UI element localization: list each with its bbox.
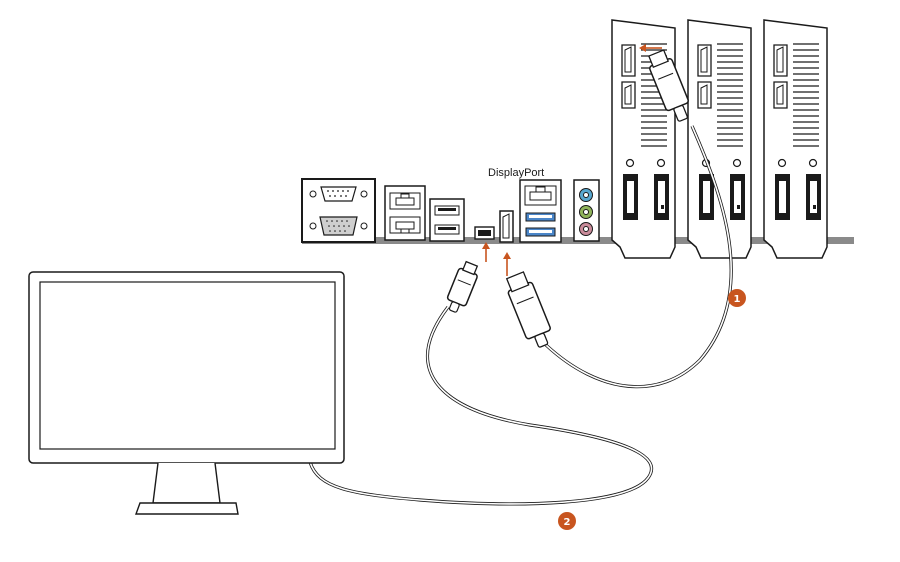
mini-displayport-plug-icon — [446, 260, 479, 313]
rear-io-panel: DisplayPort — [301, 167, 854, 244]
monitor-icon — [28, 271, 345, 515]
serial-port-icon — [309, 186, 368, 202]
displayport-cable-1 — [505, 49, 733, 389]
audio-jack-icon — [579, 188, 593, 202]
lan-port-icon — [524, 185, 557, 206]
usb3-port-icon — [525, 212, 556, 222]
dual-lan-module — [384, 185, 426, 241]
usb3-port-icon — [525, 227, 556, 237]
audio-jack-icon — [579, 205, 593, 219]
displayport-cable-2 — [308, 260, 654, 506]
graphics-card-brackets — [611, 19, 828, 259]
step-badge-2: 2 — [558, 512, 576, 530]
serial-vga-module — [301, 178, 376, 243]
audio-jack-icon — [579, 222, 593, 236]
lan-port-icon — [389, 216, 421, 234]
mini-port-icon — [474, 226, 495, 240]
displayport-port-icon — [499, 210, 514, 243]
step-badge-1: 1 — [728, 289, 746, 307]
displayport-plug-icon — [648, 49, 689, 122]
insert-arrow-icon — [482, 242, 490, 262]
usb-stack — [429, 198, 465, 242]
svg-text:1: 1 — [734, 294, 741, 305]
displayport-plug-icon — [505, 271, 551, 348]
audio-jack-module — [573, 179, 600, 242]
insert-arrow-icon — [503, 252, 511, 276]
displayport-label: DisplayPort — [488, 167, 544, 179]
vga-port-icon — [309, 216, 368, 236]
graphics-card-bracket — [687, 19, 752, 259]
lan-usb3-module — [519, 179, 562, 243]
svg-text:2: 2 — [564, 517, 571, 528]
insert-arrow-icon — [639, 44, 662, 52]
graphics-card-bracket — [763, 19, 828, 259]
lan-port-icon — [389, 192, 421, 210]
